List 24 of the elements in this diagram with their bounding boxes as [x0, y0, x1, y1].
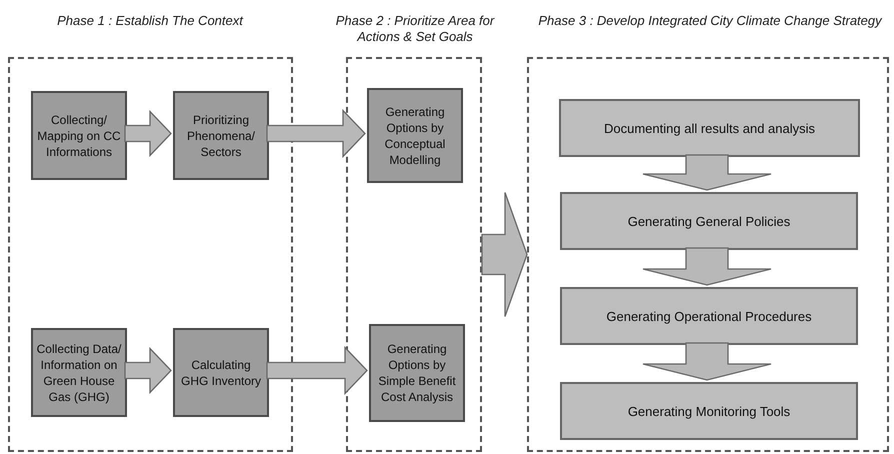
process-box: Calculating GHG Inventory [173, 328, 269, 417]
phase-heading: Phase 2 : Prioritize Area for Actions & Set Goals [335, 13, 495, 45]
block-arrow [124, 110, 172, 158]
process-box: Collecting/ Mapping on CC Informations [31, 91, 127, 180]
phase-dashed-box [527, 57, 889, 452]
block-arrow [642, 342, 772, 381]
phase-dashed-box [346, 57, 482, 452]
process-box: Documenting all results and analysis [559, 99, 860, 157]
process-box: Generating Monitoring Tools [560, 382, 858, 440]
block-arrow [266, 346, 368, 396]
process-box: Generating Options by Conceptual Modelling [367, 88, 463, 183]
block-arrow [266, 108, 366, 158]
phase-heading: Phase 1 : Establish The Context [56, 13, 244, 29]
process-box: Generating Options by Simple Benefit Cost Analysis [369, 324, 465, 422]
block-arrow [124, 346, 172, 394]
process-box: Prioritizing Phenomena/ Sectors [173, 91, 269, 180]
block-arrow [481, 192, 528, 318]
phase-dashed-box [8, 57, 293, 452]
block-arrow [642, 247, 772, 286]
process-box: Collecting Data/ Information on Green House Gas (GHG) [31, 328, 127, 417]
process-box: Generating Operational Procedures [560, 287, 858, 345]
block-arrow [642, 154, 772, 191]
phase-heading: Phase 3 : Develop Integrated City Climate Change Strategy [537, 13, 884, 29]
process-box: Generating General Policies [560, 192, 858, 250]
